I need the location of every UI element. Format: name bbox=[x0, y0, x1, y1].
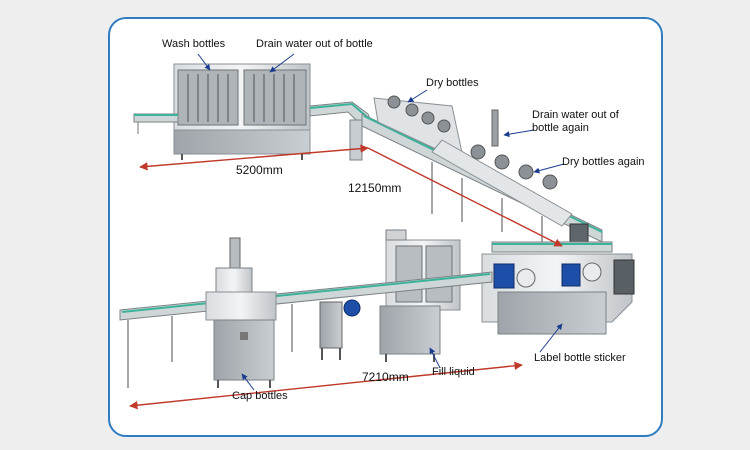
label-bottle-sticker: Label bottle sticker bbox=[534, 352, 626, 364]
label-12150mm: 12150mm bbox=[348, 181, 402, 195]
callout-fill bbox=[429, 347, 441, 369]
capping-machine bbox=[205, 237, 277, 388]
callout-wash bbox=[197, 53, 211, 71]
callout-lines bbox=[197, 53, 565, 391]
label-dry-bottles-again: Dry bottles again bbox=[562, 156, 645, 168]
labeling-machine bbox=[481, 241, 635, 335]
dimension-lines bbox=[129, 144, 563, 410]
callout-cap bbox=[241, 373, 255, 391]
label-dry-bottles: Dry bottles bbox=[426, 77, 479, 89]
label-cap-bottles: Cap bottles bbox=[232, 390, 288, 402]
callout-dry bbox=[407, 89, 428, 103]
label-7210mm: 7210mm bbox=[362, 370, 409, 384]
diagram-frame: Wash bottles Drain water out of bottle D… bbox=[108, 17, 663, 437]
washing-machine bbox=[133, 63, 373, 161]
callout-drain-again bbox=[503, 129, 535, 138]
dimension-line-7210 bbox=[129, 361, 523, 410]
filling-machine bbox=[379, 229, 461, 362]
label-fill-liquid: Fill liquid bbox=[432, 366, 475, 378]
dimension-line-5200 bbox=[139, 144, 369, 171]
callout-dry-again bbox=[533, 163, 565, 174]
label-5200mm: 5200mm bbox=[236, 163, 283, 177]
production-line-illustration bbox=[119, 53, 635, 410]
callout-label bbox=[539, 323, 563, 353]
label-wash-bottles: Wash bottles bbox=[162, 38, 226, 50]
label-drain-water-again-2: bottle again bbox=[532, 122, 589, 134]
pump-unit bbox=[319, 299, 361, 360]
callout-drain bbox=[269, 53, 295, 73]
label-drain-water: Drain water out of bottle bbox=[256, 38, 373, 50]
dimension-line-12150 bbox=[367, 147, 563, 247]
drying-conveyor bbox=[361, 95, 603, 248]
label-drain-water-again-1: Drain water out of bbox=[532, 109, 619, 121]
